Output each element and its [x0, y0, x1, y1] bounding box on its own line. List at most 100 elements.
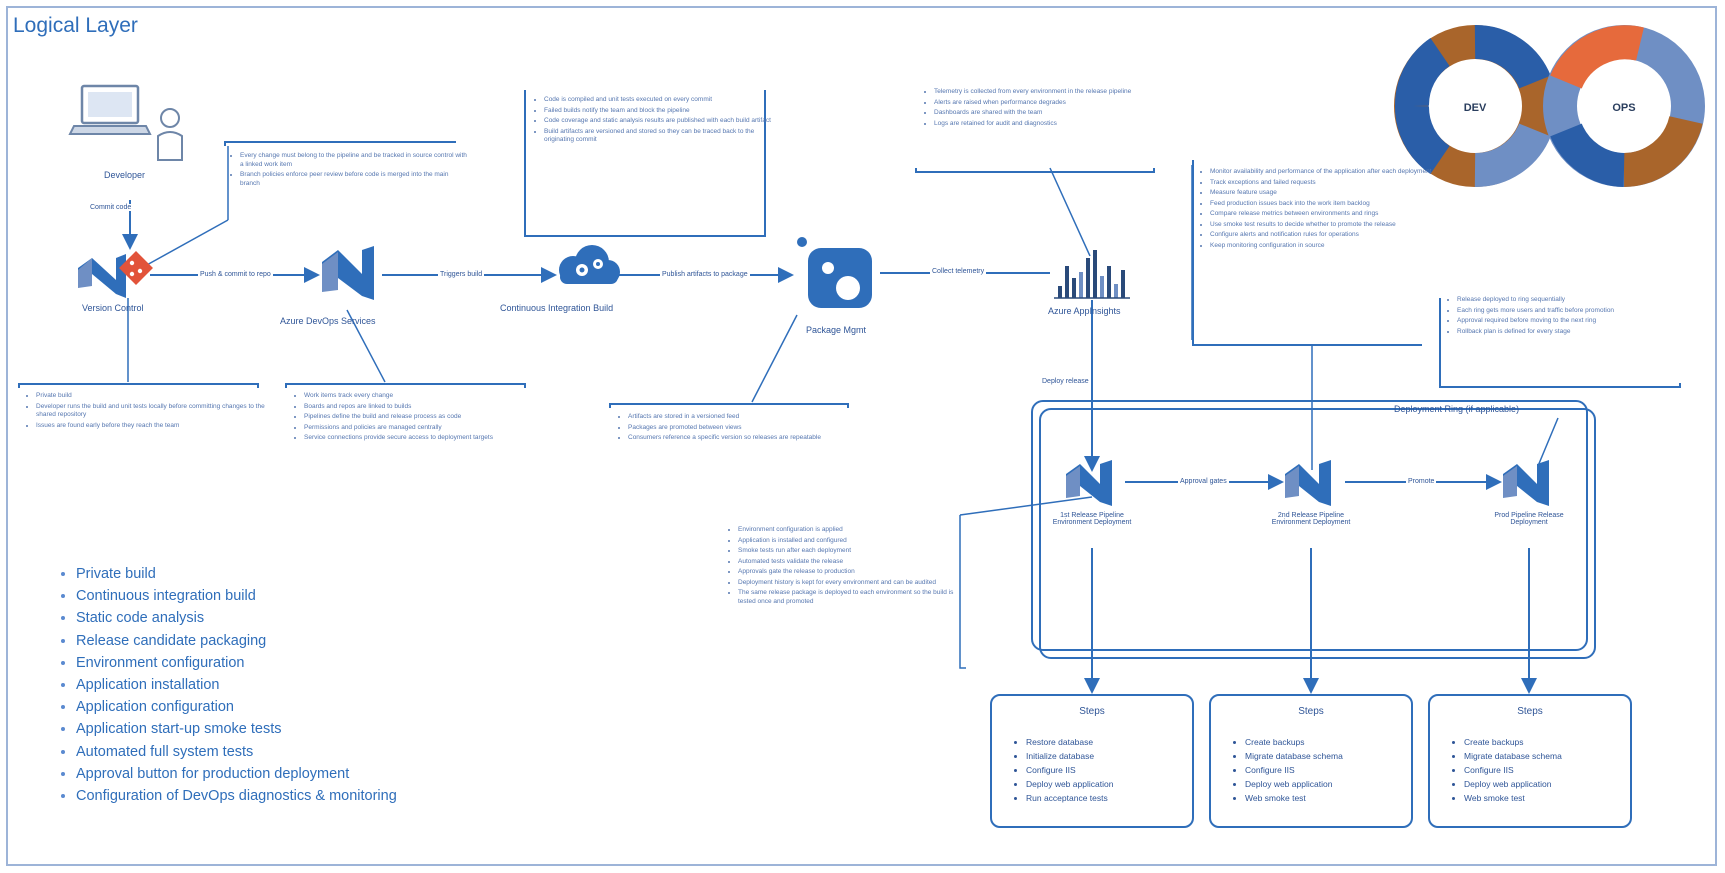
- note-item: Measure feature usage: [1210, 189, 1435, 198]
- note-item: Monitor availability and performance of …: [1210, 168, 1435, 177]
- deployment-ring-frame: [1031, 400, 1588, 651]
- note-rings: Release deployed to ring sequentially Ea…: [1443, 296, 1687, 338]
- note-item: Pipelines define the build and release p…: [304, 413, 534, 422]
- note-item: Automated tests validate the release: [738, 558, 968, 567]
- note-item: Track exceptions and failed requests: [1210, 179, 1435, 188]
- note-app-insights: Telemetry is collected from every enviro…: [920, 88, 1164, 130]
- promote-label: Promote: [1406, 478, 1437, 485]
- push-label: Push & commit to repo: [198, 271, 273, 278]
- trigger-label: Triggers build: [438, 271, 485, 278]
- note-item: Each ring gets more users and traffic be…: [1457, 307, 1687, 316]
- list-item: Release candidate packaging: [76, 630, 397, 652]
- note-item: Artifacts are stored in a versioned feed: [628, 413, 858, 422]
- note-item: Telemetry is collected from every enviro…: [934, 88, 1164, 97]
- note-item: Release deployed to ring sequentially: [1457, 296, 1687, 305]
- note-item: Boards and repos are linked to builds: [304, 403, 534, 412]
- ci-build-label: Continuous Integration Build: [500, 303, 614, 313]
- note-item: Keep monitoring configuration in source: [1210, 242, 1435, 251]
- note-monitoring: Monitor availability and performance of …: [1196, 168, 1435, 252]
- note-devops-services: Work items track every change Boards and…: [290, 392, 534, 445]
- bracket-private: [18, 383, 259, 388]
- note-item: Packages are promoted between views: [628, 424, 858, 433]
- note-item: Every change must belong to the pipeline…: [240, 152, 470, 169]
- note-item: Configure alerts and notification rules …: [1210, 231, 1435, 240]
- note-item: Build artifacts are versioned and stored…: [544, 128, 774, 145]
- release3-label: Prod Pipeline Release Deployment: [1494, 512, 1564, 526]
- note-item: Work items track every change: [304, 392, 534, 401]
- list-item: Application start-up smoke tests: [76, 718, 397, 740]
- note-item: Smoke tests run after each deployment: [738, 547, 968, 556]
- note-ci-build: Code is compiled and unit tests executed…: [530, 96, 774, 147]
- step-item: Deploy web application: [1245, 777, 1411, 791]
- approval-label: Approval gates: [1178, 478, 1229, 485]
- bracket-versioncontrol: [224, 141, 456, 146]
- devops-loop-icon: DEV OPS: [1394, 25, 1705, 187]
- note-item: Logs are retained for audit and diagnost…: [934, 120, 1164, 129]
- telemetry-label: Collect telemetry: [930, 268, 987, 275]
- list-item: Automated full system tests: [76, 741, 397, 763]
- list-item: Environment configuration: [76, 652, 397, 674]
- step-item: Migrate database schema: [1245, 749, 1411, 763]
- bracket-ci: [524, 90, 766, 237]
- note-package-mgmt: Artifacts are stored in a versioned feed…: [614, 413, 858, 445]
- bracket-right: [1192, 160, 1422, 346]
- package-mgmt-icon: [797, 237, 872, 308]
- release3-icon: [1503, 460, 1549, 506]
- step-item: Create backups: [1245, 735, 1411, 749]
- steps-box-1: Steps Restore database Initialize databa…: [990, 694, 1194, 828]
- list-item: Static code analysis: [76, 607, 397, 629]
- step-item: Initialize database: [1026, 749, 1192, 763]
- note-item: Consumers reference a specific version s…: [628, 434, 858, 443]
- note-item: Environment configuration is applied: [738, 526, 968, 535]
- note-item: Developer runs the build and unit tests …: [36, 403, 266, 420]
- release1-label: 1st Release Pipeline Environment Deploym…: [1052, 512, 1132, 526]
- devops-services-label: Azure DevOps Services: [280, 316, 376, 326]
- note-version-control: Every change must belong to the pipeline…: [226, 152, 470, 190]
- note-item: Application is installed and configured: [738, 537, 968, 546]
- note-item: The same release package is deployed to …: [738, 589, 968, 606]
- page-title: Logical Layer: [13, 14, 138, 37]
- note-item: Alerts are raised when performance degra…: [934, 99, 1164, 108]
- deployment-ring-label: Deployment Ring (if applicable): [1394, 404, 1520, 414]
- azure-devops-icon: [322, 246, 374, 300]
- bracket-insights: [915, 168, 1155, 173]
- list-item: Continuous integration build: [76, 585, 397, 607]
- list-item: Configuration of DevOps diagnostics & mo…: [76, 785, 397, 807]
- note-item: Rollback plan is defined for every stage: [1457, 328, 1687, 337]
- steps-box-title: Steps: [1079, 706, 1105, 717]
- note-item: Code coverage and static analysis result…: [544, 117, 774, 126]
- note-item: Compare release metrics between environm…: [1210, 210, 1435, 219]
- bracket-rings: [1439, 298, 1681, 388]
- note-private-build: Private build Developer runs the build a…: [22, 392, 266, 432]
- steps-box-title: Steps: [1298, 706, 1324, 717]
- step-item: Deploy web application: [1464, 777, 1630, 791]
- step-item: Configure IIS: [1245, 763, 1411, 777]
- pipeline-steps-list: Private build Continuous integration bui…: [58, 563, 397, 807]
- step-item: Configure IIS: [1464, 763, 1630, 777]
- list-item: Application installation: [76, 674, 397, 696]
- list-item: Private build: [76, 563, 397, 585]
- note-item: Feed production issues back into the wor…: [1210, 200, 1435, 209]
- steps-box-3: Steps Create backups Migrate database sc…: [1428, 694, 1632, 828]
- note-item: Deployment history is kept for every env…: [738, 579, 968, 588]
- developer-icon: [68, 84, 183, 161]
- app-insights-label: Azure AppInsights: [1048, 306, 1121, 316]
- note-item: Use smoke test results to decide whether…: [1210, 221, 1435, 230]
- step-item: Web smoke test: [1245, 791, 1411, 805]
- step-item: Configure IIS: [1026, 763, 1192, 777]
- note-item: Approval required before moving to the n…: [1457, 317, 1687, 326]
- note-item: Branch policies enforce peer review befo…: [240, 171, 470, 188]
- deployment-ring-frame-back: [1039, 408, 1596, 659]
- note-item: Service connections provide secure acces…: [304, 434, 534, 443]
- deploy-release-label: Deploy release: [1040, 378, 1091, 385]
- package-mgmt-label: Package Mgmt: [806, 325, 867, 335]
- dev-label: DEV: [1464, 102, 1487, 114]
- commit-label: Commit code: [88, 204, 134, 211]
- developer-label: Developer: [104, 170, 146, 180]
- release1-icon: [1066, 460, 1112, 506]
- step-item: Migrate database schema: [1464, 749, 1630, 763]
- publish-label: Publish artifacts to package: [660, 271, 750, 278]
- step-item: Web smoke test: [1464, 791, 1630, 805]
- step-item: Restore database: [1026, 735, 1192, 749]
- note-item: Dashboards are shared with the team: [934, 109, 1164, 118]
